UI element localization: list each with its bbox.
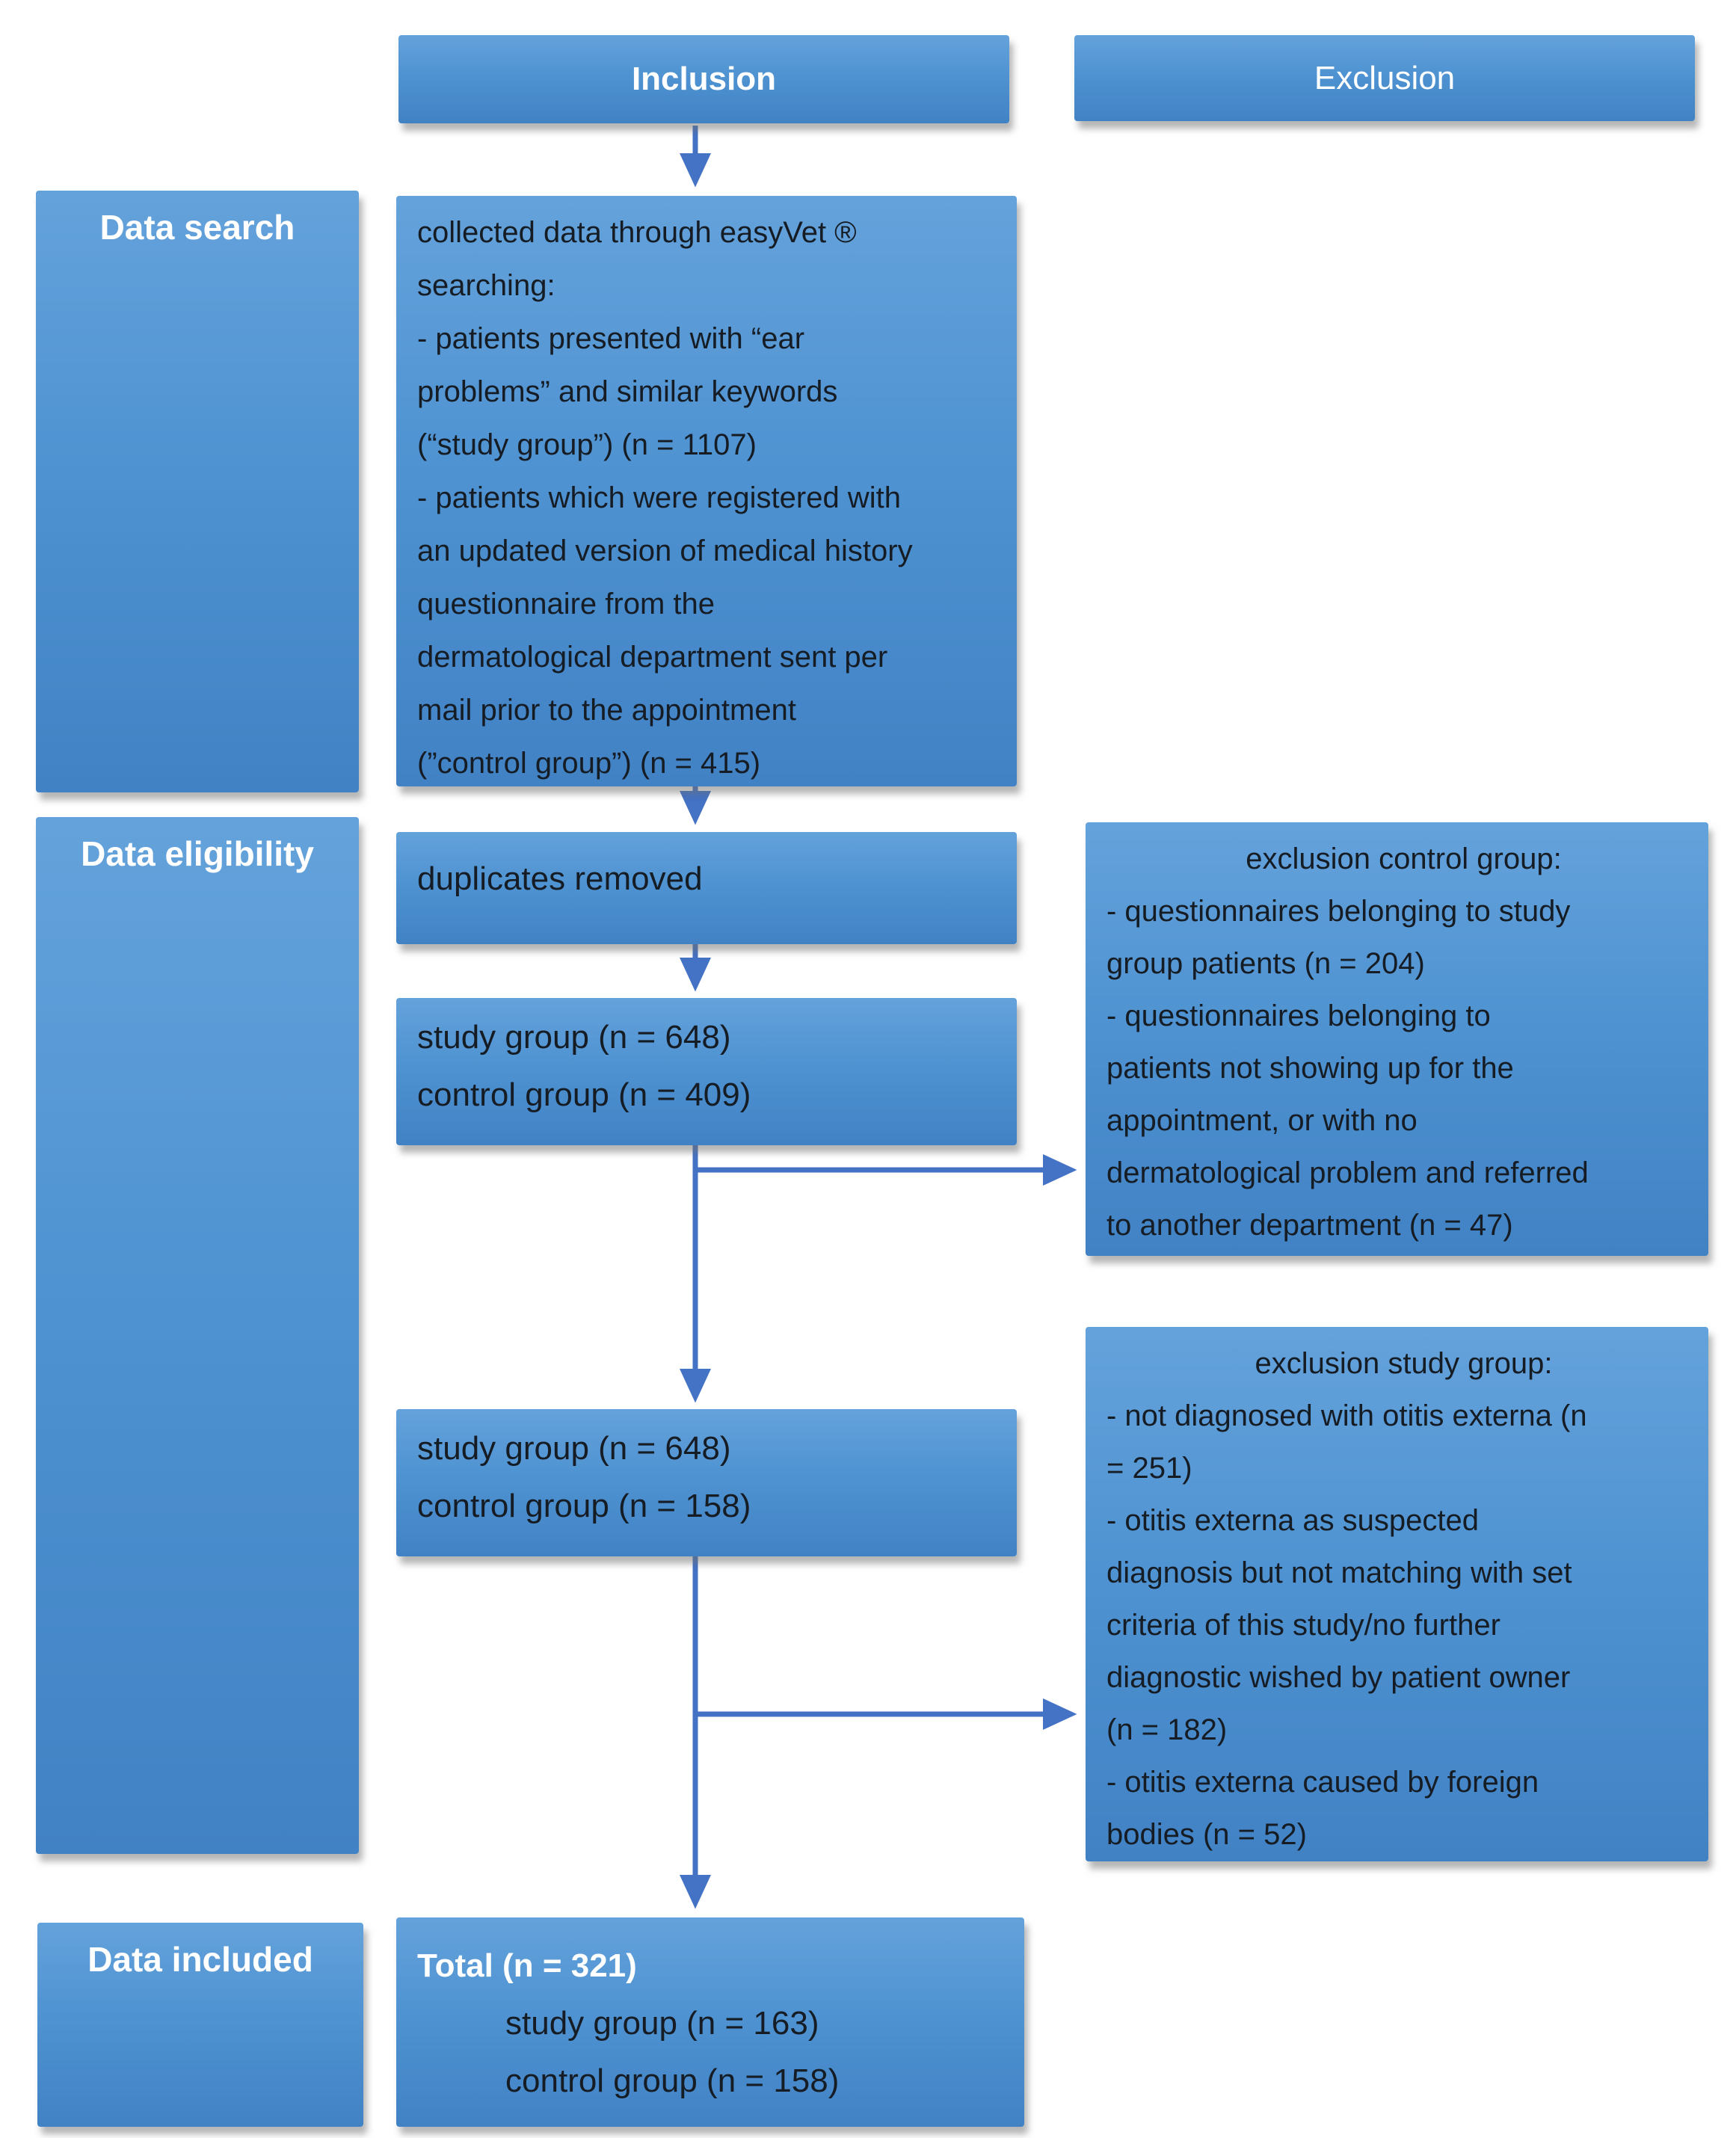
stage-label-data-included: Data included: [87, 1940, 313, 1979]
exclusion-study-line: = 251): [1106, 1452, 1192, 1485]
exclusion-control-line: - questionnaires belonging to: [1106, 999, 1491, 1032]
collected-line: searching:: [417, 269, 555, 302]
collected-line: questionnaire from the: [417, 588, 715, 620]
exclusion-control-line: patients not showing up for the: [1106, 1052, 1514, 1085]
exclusion-study-line: (n = 182): [1106, 1713, 1228, 1746]
collected-line: - patients which were registered with: [417, 481, 901, 514]
group2-control-line: control group (n = 158): [417, 1488, 751, 1524]
duplicates-removed-box: duplicates removed: [396, 832, 1017, 944]
group1-study-line: study group (n = 648): [417, 1019, 731, 1056]
exclusion-study-title: exclusion study group:: [1255, 1347, 1553, 1380]
collected-line: an updated version of medical history: [417, 534, 913, 567]
collected-line: collected data through easyVet ®: [417, 216, 857, 249]
exclusion-control-line: to another department (n = 47): [1106, 1209, 1513, 1242]
eligibility-group-box-2: study group (n = 648) control group (n =…: [396, 1409, 1017, 1556]
exclusion-study-line: - otitis externa as suspected: [1106, 1504, 1480, 1537]
collected-line: dermatological department sent per: [417, 641, 888, 674]
inclusion-header-label: Inclusion: [631, 61, 777, 97]
exclusion-study-line: - otitis externa caused by foreign: [1106, 1766, 1539, 1799]
collected-line: (“study group”) (n = 1107): [417, 428, 757, 461]
exclusion-control-title: exclusion control group:: [1246, 842, 1562, 875]
collected-line: - patients presented with “ear: [417, 322, 805, 355]
group1-control-line: control group (n = 409): [417, 1076, 751, 1113]
eligibility-group-box-1: study group (n = 648) control group (n =…: [396, 998, 1017, 1145]
collected-line: (”control group”) (n = 415): [417, 747, 761, 780]
inclusion-header-box: Inclusion: [398, 35, 1009, 123]
group2-study-line: study group (n = 648): [417, 1430, 731, 1467]
exclusion-control-line: - questionnaires belonging to study: [1106, 895, 1571, 928]
exclusion-header-box: Exclusion: [1074, 35, 1695, 121]
collected-data-box: collected data through easyVet ® searchi…: [396, 196, 1017, 786]
exclusion-study-line: bodies (n = 52): [1106, 1818, 1307, 1851]
exclusion-study-line: - not diagnosed with otitis externa (n: [1106, 1399, 1587, 1432]
total-box: Total (n = 321) study group (n = 163) co…: [396, 1917, 1024, 2127]
duplicates-removed-text: duplicates removed: [417, 860, 703, 897]
total-control-line: control group (n = 158): [505, 2062, 840, 2099]
exclusion-study-line: diagnostic wished by patient owner: [1106, 1661, 1571, 1694]
stage-box-data-included: Data included: [37, 1923, 363, 2127]
exclusion-control-group-box: exclusion control group: - questionnaire…: [1086, 822, 1708, 1256]
total-title: Total (n = 321): [417, 1947, 637, 1984]
exclusion-study-line: criteria of this study/no further: [1106, 1609, 1500, 1642]
total-study-line: study group (n = 163): [505, 2005, 819, 2042]
stage-label-data-search: Data search: [99, 208, 295, 247]
collected-line: problems” and similar keywords: [417, 375, 838, 408]
exclusion-header-label: Exclusion: [1314, 59, 1456, 96]
stage-box-data-search: Data search: [36, 191, 359, 792]
collected-line: mail prior to the appointment: [417, 694, 796, 727]
exclusion-control-line: dermatological problem and referred: [1106, 1156, 1589, 1189]
stage-box-data-eligibility: Data eligibility: [36, 817, 359, 1854]
exclusion-control-line: group patients (n = 204): [1106, 947, 1425, 980]
exclusion-study-line: diagnosis but not matching with set: [1106, 1556, 1572, 1589]
exclusion-control-line: appointment, or with no: [1106, 1104, 1418, 1137]
stage-label-data-eligibility: Data eligibility: [81, 834, 314, 873]
exclusion-study-group-box: exclusion study group: - not diagnosed w…: [1086, 1327, 1708, 1861]
